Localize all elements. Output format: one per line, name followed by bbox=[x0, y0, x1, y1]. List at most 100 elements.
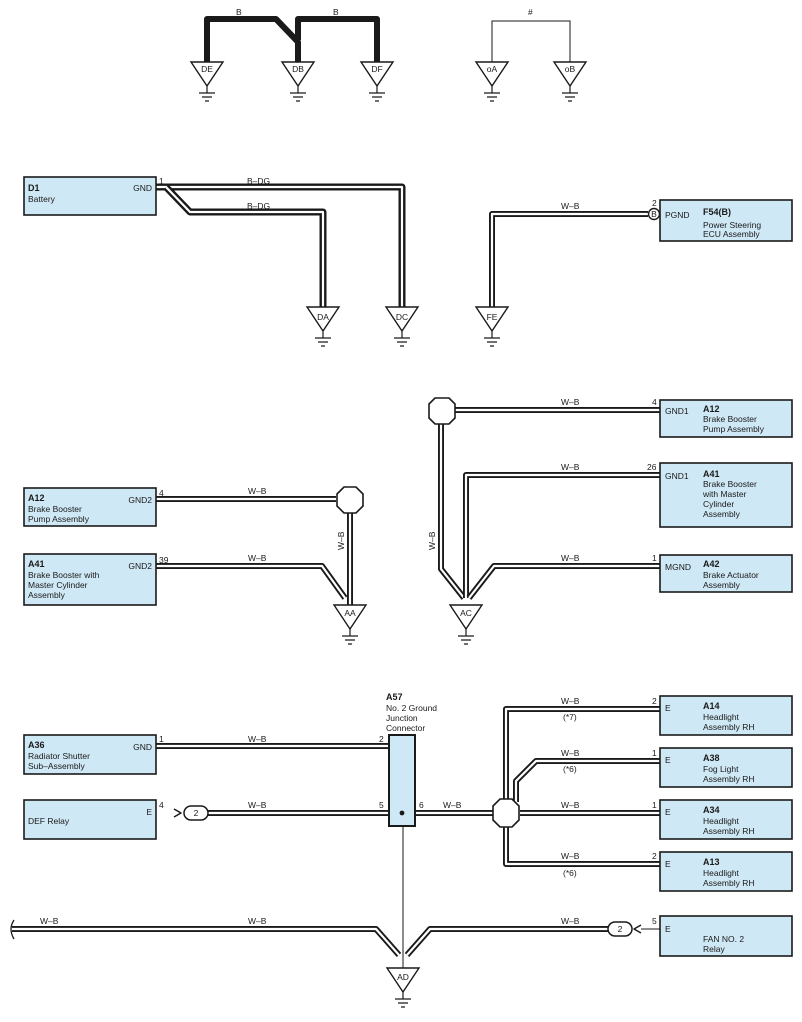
wire-w-b-a38 bbox=[513, 758, 660, 802]
wire-color-label: W–B bbox=[561, 916, 580, 926]
pin-number: 1 bbox=[159, 734, 164, 744]
component-code: A41 bbox=[703, 469, 720, 479]
ground-label: oA bbox=[487, 64, 498, 74]
component-name: Cylinder bbox=[703, 499, 734, 509]
ground-point-oa: oA bbox=[474, 61, 510, 102]
component-a38-fog-light-rh: A38 Fog Light Assembly RH E bbox=[659, 747, 793, 788]
terminal-label: GND bbox=[133, 742, 152, 752]
wire-w-b-splice-to-ac bbox=[438, 423, 467, 600]
wire-color-label: W–B bbox=[40, 916, 59, 926]
ground-label: oB bbox=[565, 64, 576, 74]
component-a41-brake-booster-master-cylinder: A41 Brake Booster with Master Cylinder A… bbox=[659, 462, 793, 528]
component-a12-brake-booster-pump: A12 Brake Booster Pump Assembly GND1 bbox=[659, 399, 793, 438]
ground-point-de: DE bbox=[189, 61, 225, 102]
component-name: Connector bbox=[386, 723, 425, 733]
wire-w-b-left-bus bbox=[12, 926, 402, 957]
terminal-label: MGND bbox=[665, 562, 691, 572]
wire-color-label: B–DG bbox=[247, 176, 270, 186]
terminal-label: E bbox=[665, 807, 671, 817]
wire-w-b-a41-gnd2 bbox=[156, 563, 348, 600]
wire-w-b-a14 bbox=[503, 706, 660, 800]
ground-label: DB bbox=[292, 64, 304, 74]
terminal-label: GND bbox=[133, 183, 152, 193]
pin-number: 1 bbox=[652, 748, 657, 758]
ground-label: AC bbox=[460, 608, 472, 618]
terminal-label: GND1 bbox=[665, 471, 689, 481]
component-name: Brake Actuator bbox=[703, 570, 759, 580]
wire-color-label: B bbox=[236, 7, 242, 17]
component-a34-headlight-rh: A34 Headlight Assembly RH E bbox=[659, 799, 793, 840]
connector-label: B bbox=[651, 209, 657, 219]
component-code: D1 bbox=[28, 183, 40, 193]
component-name: Assembly RH bbox=[703, 774, 754, 784]
ground-point-dc: DC bbox=[384, 306, 420, 347]
pin-number: 26 bbox=[647, 462, 657, 472]
component-name: Pump Assembly bbox=[28, 514, 90, 524]
wire-color-label: W–B bbox=[561, 201, 580, 211]
component-name: Headlight bbox=[703, 868, 740, 878]
wire-color-label: W–B bbox=[561, 397, 580, 407]
component-name: ECU Assembly bbox=[703, 229, 760, 239]
component-code: A38 bbox=[703, 753, 720, 763]
wire-color-label: W–B bbox=[561, 462, 580, 472]
pin-number: 4 bbox=[159, 800, 164, 810]
component-name: with Master bbox=[702, 489, 747, 499]
wire-w-b-fan-relay bbox=[404, 926, 608, 957]
wire-color-label: W–B bbox=[248, 734, 267, 744]
pin-number: 5 bbox=[379, 800, 384, 810]
component-name: Assembly bbox=[703, 509, 741, 519]
terminal-label: GND1 bbox=[665, 406, 689, 416]
inline-connector-fan: 2 bbox=[607, 921, 660, 937]
component-f54-power-steering-ecu: F54(B) Power Steering ECU Assembly PGND bbox=[659, 199, 793, 242]
wire-color-label: W–B bbox=[248, 916, 267, 926]
splice-point bbox=[428, 397, 456, 425]
connector-label: 2 bbox=[618, 924, 623, 934]
component-name: DEF Relay bbox=[28, 816, 70, 826]
ground-label: AD bbox=[397, 972, 409, 982]
ground-label: AA bbox=[344, 608, 356, 618]
terminal-label: E bbox=[665, 703, 671, 713]
ground-point-aa: AA bbox=[332, 604, 368, 645]
pin-number: 1 bbox=[159, 176, 164, 186]
component-code: A57 bbox=[386, 692, 403, 702]
connector-b: B bbox=[647, 207, 661, 221]
wire-color-label: B–DG bbox=[247, 201, 270, 211]
wire-w-b-pgnd bbox=[489, 211, 648, 307]
component-name: No. 2 Ground bbox=[386, 703, 437, 713]
component-name: Assembly RH bbox=[703, 878, 754, 888]
ground-point-ad: AD bbox=[385, 967, 421, 1008]
terminal-label: GND2 bbox=[128, 561, 152, 571]
component-a36-radiator-shutter: A36 Radiator Shutter Sub–Assembly GND bbox=[23, 734, 157, 775]
ground-point-da: DA bbox=[305, 306, 341, 347]
ground-point-fe: FE bbox=[474, 306, 510, 347]
pin-number: 2 bbox=[652, 696, 657, 706]
component-code: F54(B) bbox=[703, 207, 731, 217]
component-name: Brake Booster with bbox=[28, 570, 100, 580]
component-name: Battery bbox=[28, 194, 56, 204]
wire-color-label: W–B bbox=[248, 553, 267, 563]
terminal-label: PGND bbox=[665, 210, 690, 220]
ground-label: DA bbox=[317, 312, 329, 322]
ground-label: DF bbox=[371, 64, 382, 74]
terminal-label: GND2 bbox=[128, 495, 152, 505]
wire-color-label: # bbox=[528, 7, 533, 17]
pin-number: 2 bbox=[652, 851, 657, 861]
component-name: Headlight bbox=[703, 712, 740, 722]
component-a57-junction-connector: A57 No. 2 Ground Junction Connector bbox=[386, 692, 437, 827]
component-name: Sub–Assembly bbox=[28, 761, 85, 771]
wire-b-dg-2 bbox=[163, 184, 327, 307]
ground-point-db: DB bbox=[280, 61, 316, 102]
pin-number: 2 bbox=[379, 734, 384, 744]
note-label: (*6) bbox=[563, 764, 577, 774]
splice-point bbox=[336, 486, 364, 514]
component-name: Radiator Shutter bbox=[28, 751, 90, 761]
wire-color-label: W–B bbox=[561, 800, 580, 810]
ground-label: DC bbox=[396, 312, 408, 322]
wire-w-b-a13 bbox=[503, 826, 660, 867]
component-a14-headlight-rh: A14 Headlight Assembly RH E bbox=[659, 695, 793, 736]
splice-point bbox=[492, 798, 520, 828]
ground-label: FE bbox=[487, 312, 498, 322]
wire-end-marker bbox=[10, 919, 15, 940]
component-code: A41 bbox=[28, 559, 45, 569]
